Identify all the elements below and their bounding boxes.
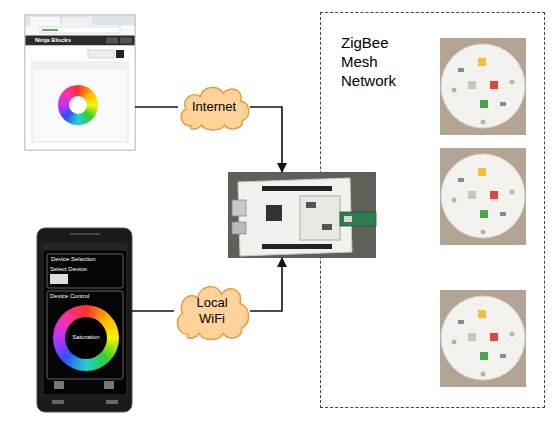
- phone-speaker: [70, 233, 100, 235]
- soft-key: [52, 400, 64, 404]
- soft-key: [106, 400, 118, 404]
- address-bar: [26, 26, 135, 36]
- photo-backdrop: [228, 172, 376, 258]
- pin-header: [262, 244, 332, 249]
- node-label: Internet: [184, 99, 244, 115]
- cloud-node: Local WiFi: [172, 280, 252, 342]
- cloud-shape: [181, 87, 249, 130]
- node-label: ZigBee Mesh Network: [341, 33, 403, 90]
- tab-bar: [26, 16, 135, 26]
- widget-panel: [32, 62, 128, 142]
- browser-tab: [30, 17, 60, 25]
- node-label: Select Device:: [50, 266, 88, 273]
- connector-line: [135, 106, 178, 108]
- usb-dongle: [340, 212, 376, 226]
- gateway-board: [238, 178, 352, 256]
- chip: [306, 202, 316, 208]
- page-button: [116, 50, 124, 58]
- site-header: [26, 36, 135, 46]
- device-dropdown: [50, 274, 68, 284]
- connector-line: [250, 107, 282, 172]
- color-wheel: [58, 85, 98, 125]
- page-button: [88, 50, 114, 58]
- ethernet-port: [232, 222, 246, 234]
- cloud-node: Internet: [176, 82, 252, 132]
- led-board-photo: [440, 38, 526, 135]
- node-label: Ninja Blocks: [35, 37, 71, 44]
- led-board-photo: [440, 290, 526, 387]
- chip: [266, 205, 282, 221]
- node-label: Device Control: [50, 293, 89, 300]
- header-button: [120, 38, 132, 44]
- node-label: Device Selection: [51, 256, 96, 263]
- connector-line: [132, 310, 174, 312]
- dongle-chip: [344, 216, 352, 222]
- node-label: Local WiFi: [188, 295, 236, 327]
- pin-header: [262, 186, 332, 191]
- nav-icon: [104, 381, 114, 389]
- node-label: Saturation: [55, 334, 117, 341]
- control-panel: [47, 291, 123, 379]
- nav-icon: [54, 381, 64, 389]
- browser-frame: [25, 15, 135, 150]
- zigbee-cape: [300, 196, 340, 240]
- chip: [322, 224, 332, 230]
- header-button: [106, 38, 118, 44]
- browser-screenshot: Ninja Blocks: [25, 15, 135, 150]
- phone-body: [37, 228, 132, 412]
- cloud-shape: [177, 287, 248, 340]
- phone-screen: [43, 243, 127, 395]
- gateway-board: [228, 172, 376, 258]
- browser-tab: [62, 17, 92, 25]
- wheel-center: [69, 96, 87, 114]
- url-mark: [42, 29, 58, 31]
- connector-line: [250, 258, 282, 311]
- selection-panel: [47, 254, 123, 288]
- widget-header: [32, 62, 127, 70]
- usb-port: [232, 200, 246, 216]
- status-bar: [44, 244, 127, 251]
- phone-screenshot: Device SelectionSelect Device: Device Con…: [37, 228, 132, 412]
- url-field: [40, 27, 120, 33]
- led-board-photo: [440, 148, 526, 245]
- page-body: [26, 46, 135, 150]
